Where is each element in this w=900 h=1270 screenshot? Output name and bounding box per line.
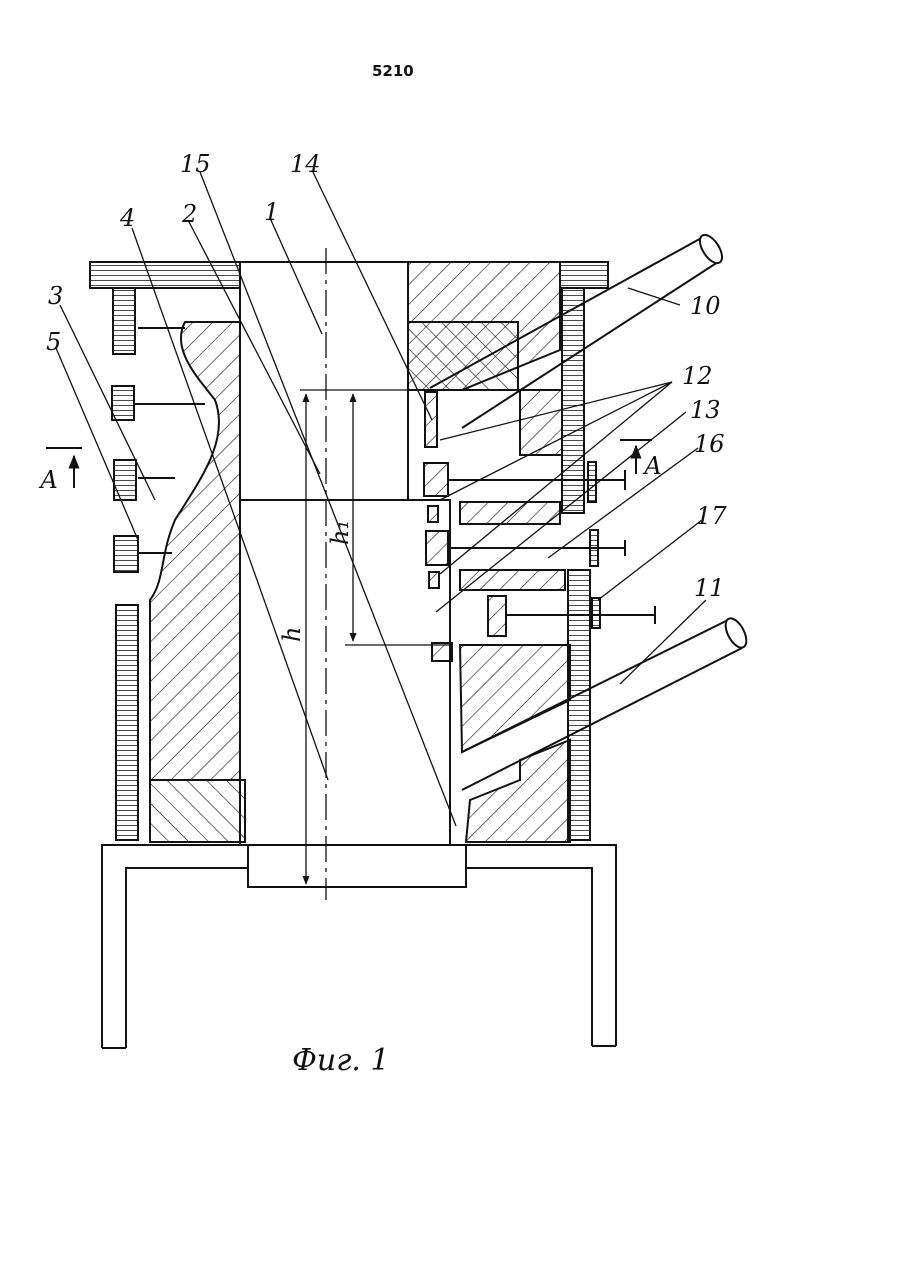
dimension-h-label: h (278, 627, 306, 642)
section-label-left: А (38, 466, 58, 494)
right-lower-block (460, 615, 751, 842)
label-13: 13 (690, 396, 721, 424)
label-17: 17 (696, 502, 727, 530)
label-5: 5 (46, 328, 61, 356)
label-14: 14 (290, 150, 321, 178)
label-15: 15 (180, 150, 211, 178)
label-3: 3 (48, 282, 63, 310)
label-11: 11 (694, 574, 725, 602)
section-label-right: А (642, 452, 662, 480)
label-10: 10 (690, 292, 721, 320)
label-2: 2 (181, 200, 197, 228)
label-16: 16 (694, 430, 725, 458)
dimension-h1-label: h₁ (326, 520, 354, 545)
label-1: 1 (264, 198, 279, 226)
figure-caption: Фиг. 1 (292, 1043, 390, 1078)
label-4: 4 (119, 204, 135, 232)
label-12: 12 (682, 362, 713, 390)
left-body (112, 322, 245, 842)
